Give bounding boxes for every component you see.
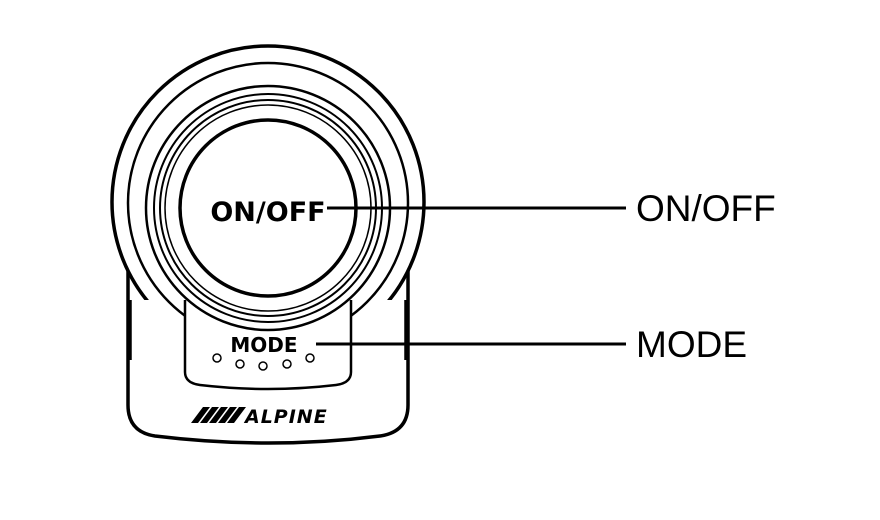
alpine-logo: ALPINE [191, 406, 328, 428]
mode-indicator-led [258, 361, 268, 371]
mode-indicator-leds [212, 353, 315, 371]
alpine-logo-slashes-icon [191, 407, 246, 423]
mode-indicator-led [212, 353, 222, 363]
mode-button-label: MODE [230, 333, 297, 357]
on-off-callout-label: ON/OFF [636, 188, 776, 229]
mode-indicator-led [235, 359, 245, 369]
mode-indicator-led [282, 359, 292, 369]
mode-callout-label: MODE [636, 324, 747, 365]
mode-indicator-led [305, 353, 315, 363]
alpine-logo-text: ALPINE [243, 406, 328, 428]
on-off-knob-label: ON/OFF [210, 197, 325, 228]
